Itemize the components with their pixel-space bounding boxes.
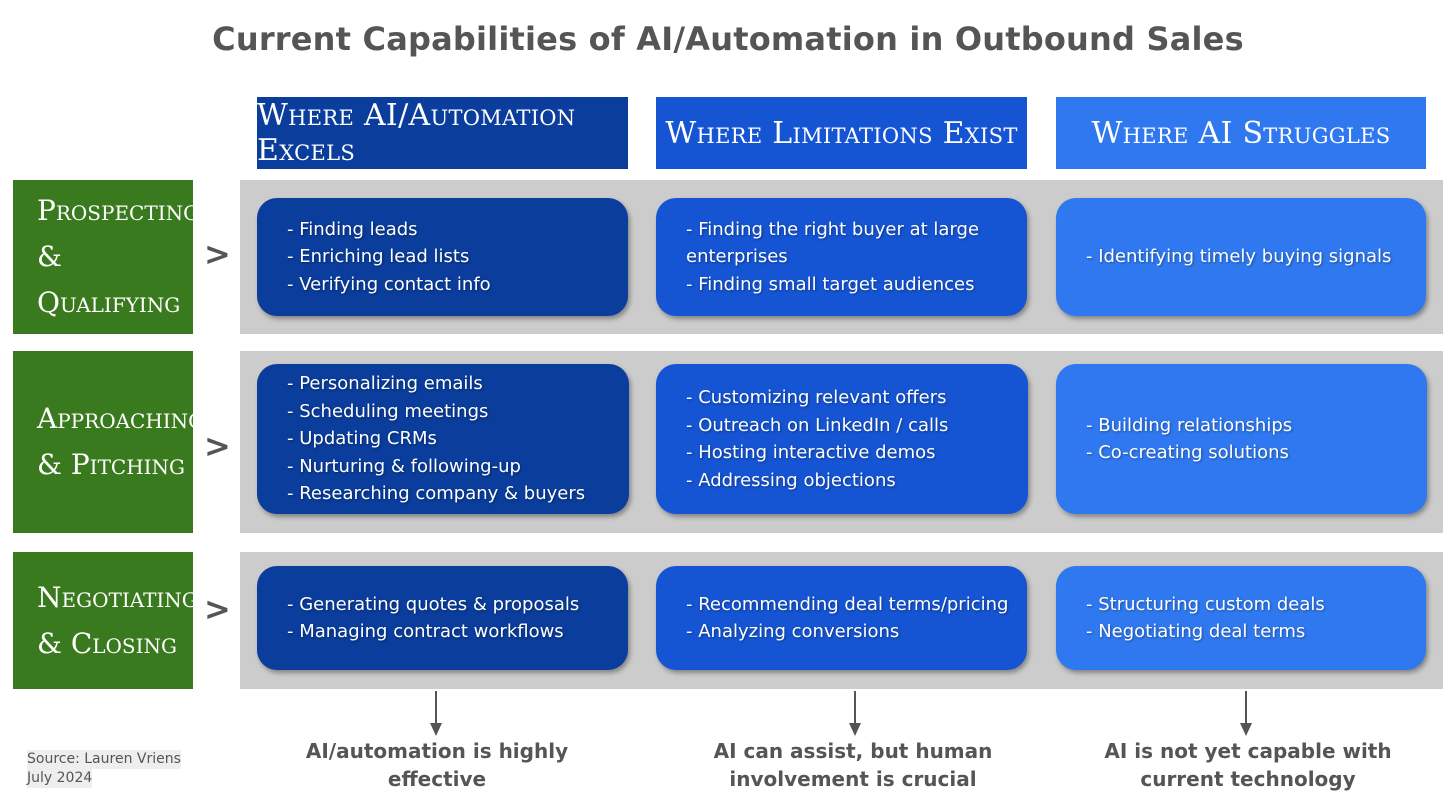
list-item: - Outreach on LinkedIn / calls <box>686 414 949 436</box>
row-label-line: Approaching <box>37 402 205 435</box>
chevron-right-icon: > <box>204 590 231 628</box>
list-item: - Building relationships <box>1086 414 1293 436</box>
cell-negotiating-limitations: - Recommending deal terms/pricing - Anal… <box>656 566 1027 670</box>
footer-note-limitations: AI can assist, but human involvement is … <box>696 737 1010 793</box>
list-item: - Hosting interactive demos <box>686 442 936 463</box>
list-item: - Finding leads <box>287 218 418 240</box>
chevron-right-icon: > <box>204 427 231 465</box>
row-label-line: Prospecting <box>37 194 200 227</box>
footer-note-line: current technology <box>1140 767 1356 791</box>
row-label-prospecting: Prospecting & Qualifying <box>13 180 200 334</box>
list-item: - Verifying contact info <box>287 273 491 295</box>
cell-prospecting-excels: - Finding leads - Enriching lead lists -… <box>257 198 628 316</box>
column-header-limitations: Where Limitations Exist <box>656 97 1027 169</box>
list-item: - Researching company & buyers <box>287 483 586 505</box>
list-item: - Managing contract workflows <box>287 621 564 642</box>
chevron-right-icon: > <box>204 235 231 273</box>
row-label-line: & Qualifying <box>37 240 181 319</box>
list-item: - Analyzing conversions <box>686 621 900 642</box>
cell-approaching-struggles: - Building relationships - Co-creating s… <box>1056 364 1427 514</box>
list-item: - Customizing relevant offers <box>686 387 947 408</box>
arrow-down-icon <box>430 691 442 736</box>
source-line: Source: Lauren Vriens <box>27 750 181 769</box>
cell-prospecting-struggles: - Identifying timely buying signals <box>1056 198 1426 316</box>
list-item: - Finding small target audiences <box>686 273 975 295</box>
list-item: - Recommending deal terms/pricing <box>686 593 1009 615</box>
list-item: - Negotiating deal terms <box>1086 621 1306 642</box>
list-item: - Generating quotes & proposals <box>287 593 580 615</box>
column-header-excels: Where AI/Automation Excels <box>257 97 628 169</box>
list-item: - Finding the right buyer at large enter… <box>686 218 980 268</box>
cell-negotiating-struggles: - Structuring custom deals - Negotiating… <box>1056 566 1426 670</box>
footer-note-excels: AI/automation is highly effective <box>286 737 588 793</box>
row-label-line: & Pitching <box>37 448 186 481</box>
cell-approaching-limitations: - Customizing relevant offers - Outreach… <box>656 364 1028 514</box>
row-label-line: & Closing <box>37 626 178 660</box>
row-label-negotiating: Negotiating & Closing <box>13 552 198 689</box>
column-header-struggles: Where AI Struggles <box>1056 97 1426 169</box>
list-item: - Co-creating solutions <box>1086 442 1289 463</box>
list-item: - Personalizing emails <box>287 373 483 395</box>
list-item: - Nurturing & following-up <box>287 455 521 477</box>
footer-note-line: AI/automation is highly <box>305 739 569 763</box>
footer-note-struggles: AI is not yet capable with current techn… <box>1090 737 1406 793</box>
arrow-down-icon <box>1240 691 1252 736</box>
list-item: - Updating CRMs <box>287 428 437 450</box>
footer-note-line: AI can assist, but human <box>713 739 993 763</box>
list-item: - Scheduling meetings <box>287 400 489 422</box>
list-item: - Addressing objections <box>686 469 896 491</box>
row-label-approaching: Approaching & Pitching <box>13 351 205 533</box>
page-title: Current Capabilities of AI/Automation in… <box>212 20 1244 58</box>
arrow-down-icon <box>849 691 861 736</box>
list-item: - Enriching lead lists <box>287 246 470 268</box>
footer-note-line: involvement is crucial <box>729 767 977 791</box>
list-item: - Identifying timely buying signals <box>1086 246 1392 268</box>
source-line: July 2024 <box>27 769 93 788</box>
cell-approaching-excels: - Personalizing emails - Scheduling meet… <box>257 364 629 514</box>
list-item: - Structuring custom deals <box>1086 593 1325 615</box>
footer-note-line: effective <box>387 767 487 791</box>
footer-note-line: AI is not yet capable with <box>1104 739 1392 763</box>
cell-prospecting-limitations: - Finding the right buyer at large enter… <box>656 198 1027 316</box>
source-note: Source: Lauren Vriens July 2024 <box>27 750 181 788</box>
cell-negotiating-excels: - Generating quotes & proposals - Managi… <box>257 566 628 670</box>
row-label-line: Negotiating <box>37 580 198 614</box>
